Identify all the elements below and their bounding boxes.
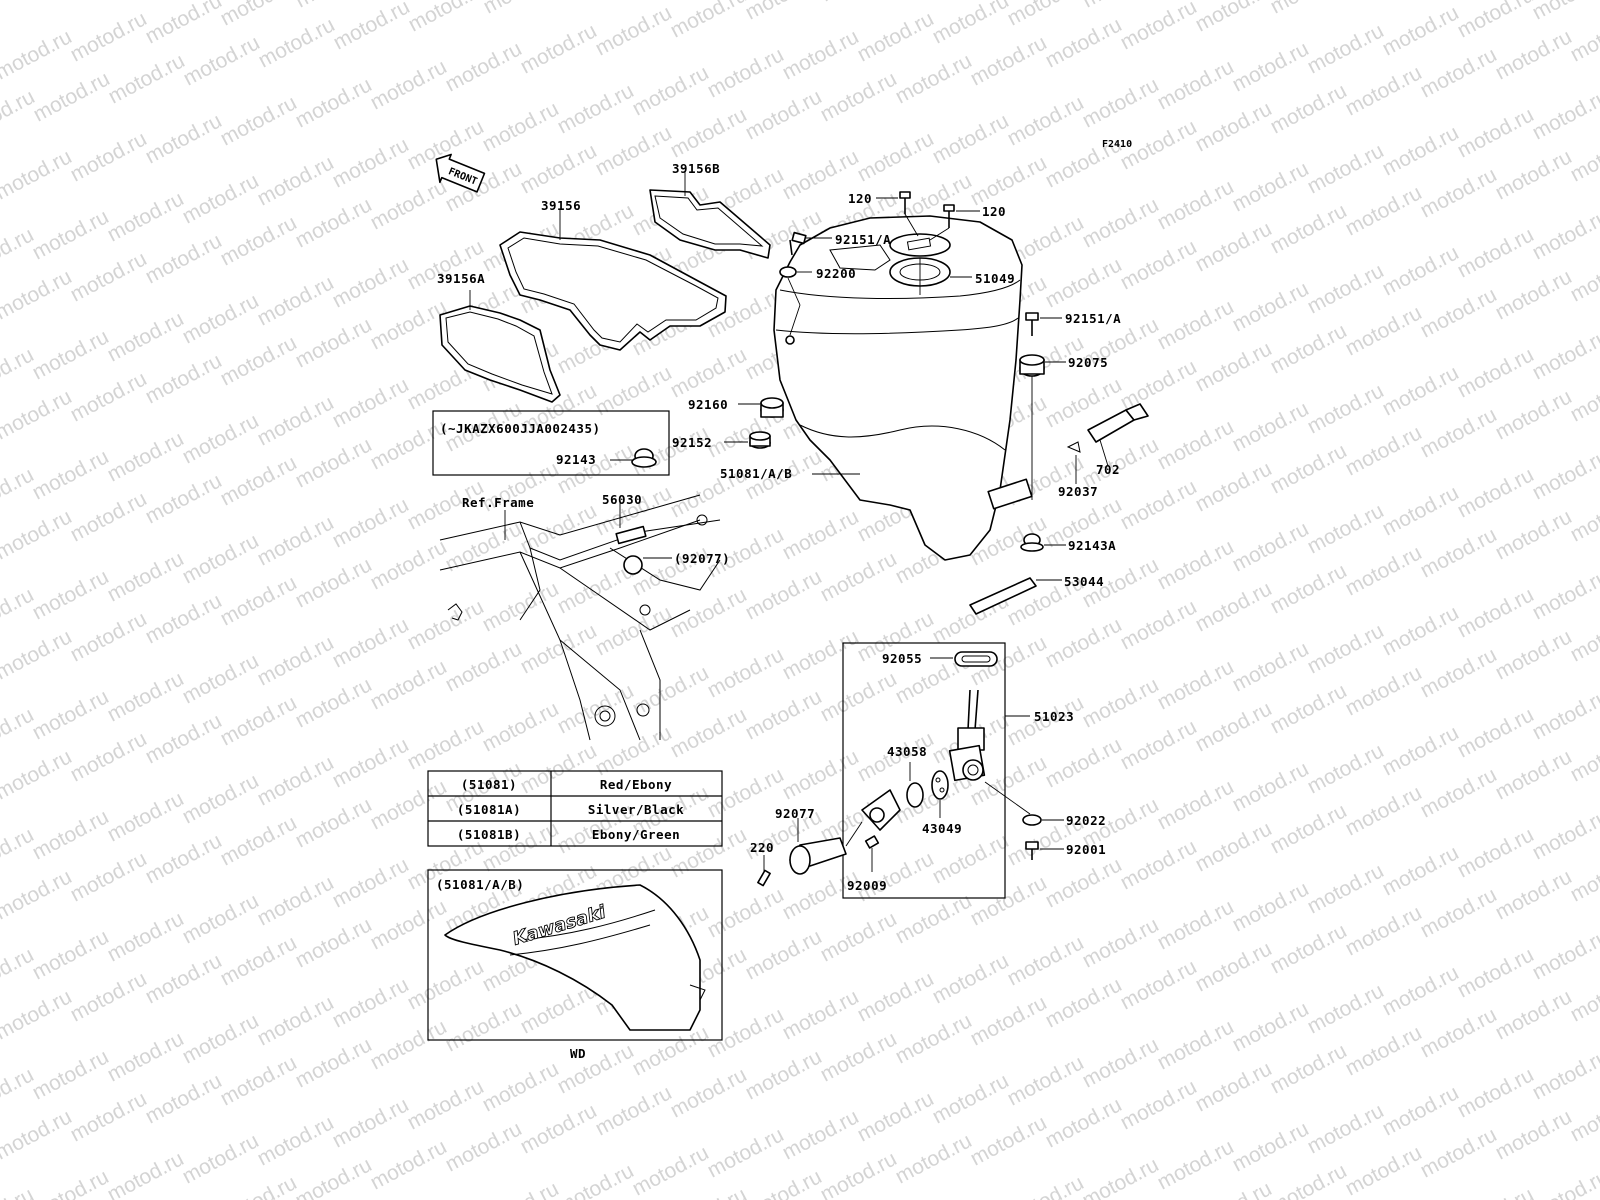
grommet-92143a-icon bbox=[1020, 533, 1066, 552]
callout-220: 220 bbox=[750, 840, 774, 855]
color-table-color: Silver/Black bbox=[588, 802, 684, 817]
callout-702: 702 bbox=[1096, 462, 1120, 477]
color-table-rows: (51081) Red/Ebony (51081A) Silver/Black (510… bbox=[457, 777, 684, 842]
callout-51081ab: 51081/A/B bbox=[720, 466, 792, 481]
callout-53044: 53044 bbox=[1064, 574, 1104, 589]
gasket-92055-icon bbox=[930, 651, 998, 667]
color-table-code: (51081B) bbox=[457, 827, 521, 842]
pad-39156a bbox=[439, 290, 561, 403]
color-table bbox=[427, 770, 723, 847]
hose-702-icon bbox=[1087, 403, 1149, 467]
ref-frame-label: Ref.Frame bbox=[462, 495, 534, 510]
diagram-code: F2410 bbox=[1102, 139, 1132, 150]
bolt-120-left-icon bbox=[876, 191, 919, 237]
plate-92009-icon bbox=[861, 789, 901, 872]
fuel-cap-51049 bbox=[889, 233, 972, 295]
callout-92160: 92160 bbox=[688, 397, 728, 412]
screw-92001-icon bbox=[1025, 841, 1064, 860]
damper-92075-icon bbox=[1019, 354, 1066, 500]
lever-92077-icon bbox=[789, 818, 863, 875]
gasket-43049-icon bbox=[931, 770, 949, 818]
ref-frame-drawing bbox=[439, 494, 721, 741]
washer-92022-icon bbox=[984, 781, 1064, 826]
callout-43058: 43058 bbox=[887, 744, 927, 759]
callout-92151a-top: 92151/A bbox=[835, 232, 891, 247]
pad-39156 bbox=[499, 210, 727, 351]
callout-39156a: 39156A bbox=[437, 271, 485, 286]
callout-56030: 56030 bbox=[602, 492, 642, 507]
callout-120-left: 120 bbox=[848, 191, 872, 206]
callout-39156: 39156 bbox=[541, 198, 581, 213]
bracket-53044-icon bbox=[969, 577, 1062, 615]
serial-note: (~JKAZX600JJA002435) bbox=[440, 421, 601, 436]
bolt-120-right-icon bbox=[929, 204, 980, 241]
clip-92037-icon bbox=[1066, 441, 1081, 484]
wd-label: WD bbox=[570, 1046, 586, 1061]
color-table-code: (51081A) bbox=[457, 802, 521, 817]
callout-92075: 92075 bbox=[1068, 355, 1108, 370]
label-56030-icon bbox=[615, 525, 647, 545]
fuel-tank bbox=[773, 215, 1033, 561]
front-arrow-icon: FRONT bbox=[435, 153, 486, 193]
callout-43049: 43049 bbox=[922, 821, 962, 836]
plug-92077-ref-icon bbox=[623, 555, 643, 575]
damper-92160-icon bbox=[738, 397, 784, 418]
color-table-color: Ebony/Green bbox=[592, 827, 680, 842]
fuel-cock-valve-icon bbox=[948, 689, 986, 782]
callout-92037: 92037 bbox=[1058, 484, 1098, 499]
damper-92152-icon bbox=[724, 431, 771, 449]
decal-box-label: (51081/A/B) bbox=[436, 877, 524, 892]
callout-92001: 92001 bbox=[1066, 842, 1106, 857]
screw-220-icon bbox=[757, 855, 771, 887]
fuel-cock-box bbox=[842, 642, 1006, 899]
callout-92055: 92055 bbox=[882, 651, 922, 666]
bolt-92151a-right-icon bbox=[1025, 312, 1062, 336]
callout-92009: 92009 bbox=[847, 878, 887, 893]
washer-92200-icon bbox=[779, 266, 812, 336]
callout-39156b: 39156B bbox=[672, 161, 720, 176]
oring-43058-icon bbox=[906, 762, 924, 808]
serial-note-box bbox=[432, 410, 670, 476]
color-table-color: Red/Ebony bbox=[600, 777, 672, 792]
callout-92143: 92143 bbox=[556, 452, 596, 467]
callout-120-right: 120 bbox=[982, 204, 1006, 219]
callout-92152: 92152 bbox=[672, 435, 712, 450]
pad-39156b bbox=[649, 172, 771, 259]
callout-92151a-right: 92151/A bbox=[1065, 311, 1121, 326]
callout-92143a: 92143A bbox=[1068, 538, 1116, 553]
callout-92077: 92077 bbox=[775, 806, 815, 821]
callout-51023: 51023 bbox=[1034, 709, 1074, 724]
grommet-92143-icon bbox=[631, 448, 657, 468]
color-table-code: (51081) bbox=[461, 777, 517, 792]
callout-92200: 92200 bbox=[816, 266, 856, 281]
callout-51049: 51049 bbox=[975, 271, 1015, 286]
decal-box bbox=[427, 869, 723, 1041]
callout-92077-ref: (92077) bbox=[674, 551, 730, 566]
callout-92022: 92022 bbox=[1066, 813, 1106, 828]
bolt-92151a-top-icon bbox=[789, 231, 832, 256]
